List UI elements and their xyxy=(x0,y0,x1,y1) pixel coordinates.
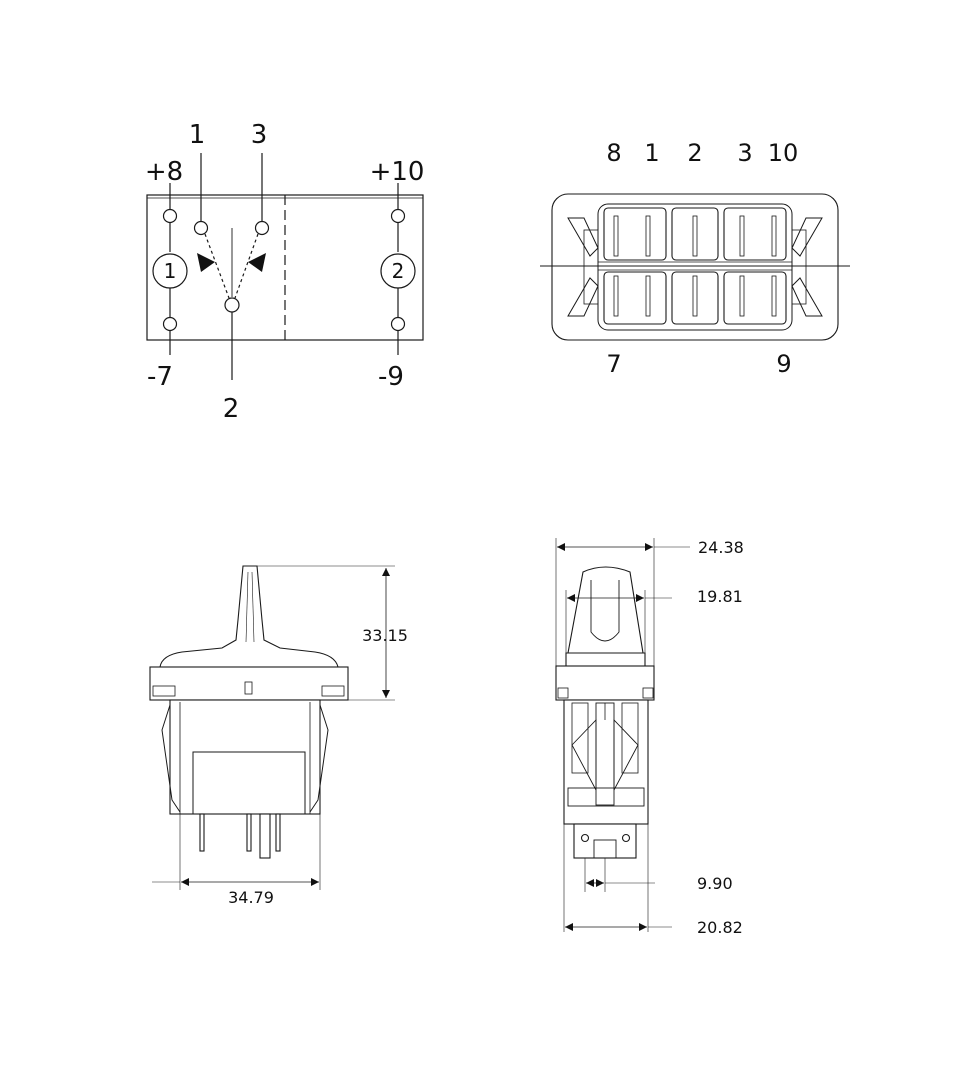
connector-label-2: 2 xyxy=(687,139,702,167)
connector-view xyxy=(540,193,850,341)
arrow-left-icon xyxy=(197,253,215,272)
connector-label-3: 3 xyxy=(737,139,752,167)
schematic-labels: 1 3 +8 +10 -7 -9 2 1 2 xyxy=(145,120,425,424)
actuator xyxy=(159,565,339,668)
schematic-diagram xyxy=(146,153,424,380)
switch-body xyxy=(169,699,321,815)
label-pin-minus7: -7 xyxy=(147,362,173,392)
connector-housing xyxy=(551,193,839,341)
label-pin-2: 2 xyxy=(223,394,240,424)
dim-body-width: 20.82 xyxy=(697,918,743,937)
label-pole-1: 1 xyxy=(164,259,177,283)
arrow-right-icon xyxy=(248,253,266,272)
terminal-plus8 xyxy=(162,208,178,224)
terminal-minus9 xyxy=(390,316,406,332)
side-view xyxy=(555,538,690,932)
contact-2 xyxy=(224,297,240,313)
label-pin-minus9: -9 xyxy=(378,362,404,392)
dim-terminal-spacing: 9.90 xyxy=(697,874,733,893)
connector-label-7: 7 xyxy=(606,350,621,378)
contact-3 xyxy=(254,220,270,236)
connector-label-1: 1 xyxy=(644,139,659,167)
connector-label-9: 9 xyxy=(776,350,791,378)
label-pin-3: 3 xyxy=(251,120,268,150)
connector-labels: 8 1 2 3 10 7 9 xyxy=(606,139,798,378)
label-pin-plus10: +10 xyxy=(370,157,425,187)
contact-1 xyxy=(193,220,209,236)
bezel xyxy=(149,666,349,701)
dim-height: 33.15 xyxy=(362,626,408,645)
side-bezel xyxy=(555,665,655,701)
connector-label-10: 10 xyxy=(768,139,799,167)
side-view-dimensions: 24.38 19.81 9.90 20.82 xyxy=(697,538,744,937)
side-actuator xyxy=(567,566,644,654)
dim-width: 34.79 xyxy=(228,888,274,907)
label-pin-1: 1 xyxy=(189,120,206,150)
front-view-dimensions: 33.15 34.79 xyxy=(228,626,408,907)
connector-label-8: 8 xyxy=(606,139,621,167)
terminal-plus10 xyxy=(390,208,406,224)
terminal-minus7 xyxy=(162,316,178,332)
front-view xyxy=(149,565,395,890)
dim-actuator-width: 19.81 xyxy=(697,587,743,606)
label-pin-plus8: +8 xyxy=(145,157,183,187)
side-body xyxy=(563,699,649,825)
label-pole-2: 2 xyxy=(392,259,405,283)
dim-bezel-width: 24.38 xyxy=(698,538,744,557)
